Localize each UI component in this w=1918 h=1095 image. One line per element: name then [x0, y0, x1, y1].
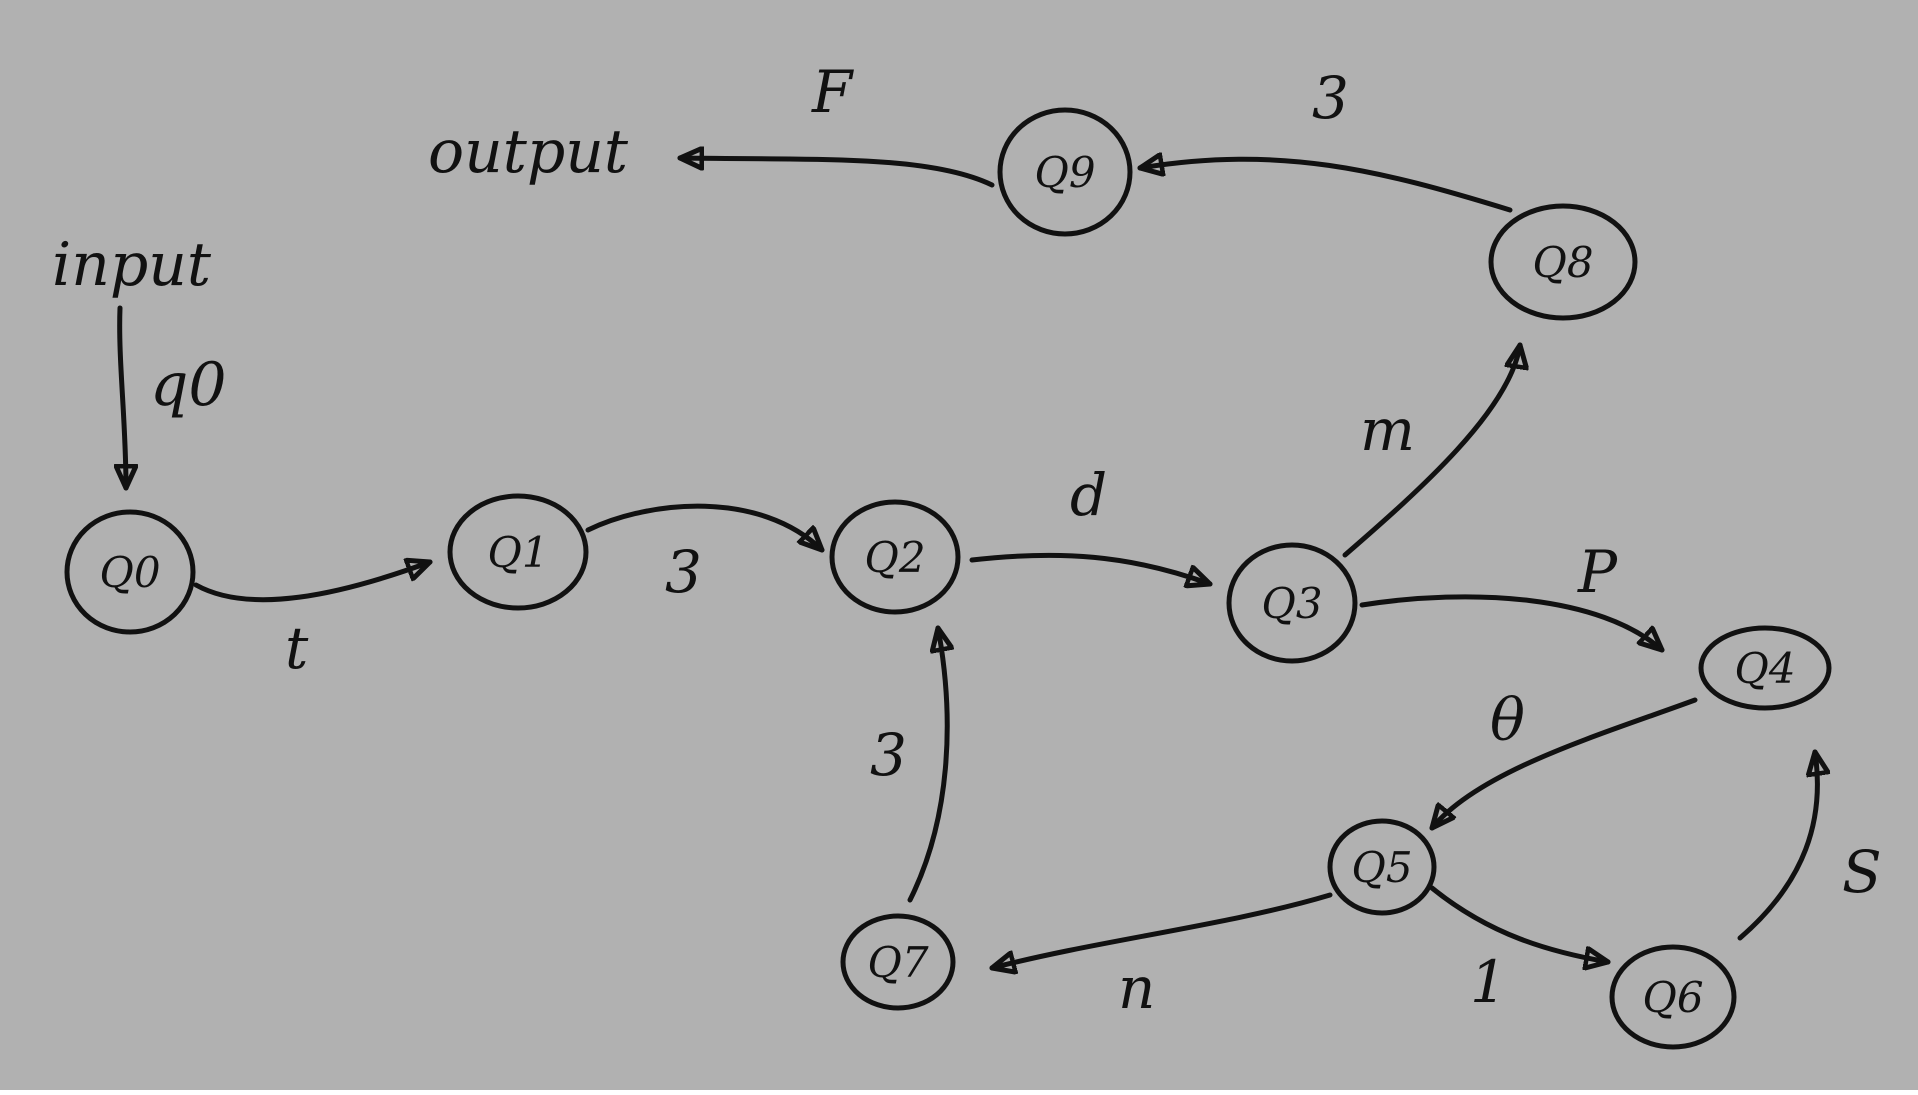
state-label-q2: Q2 [864, 533, 925, 582]
edge-q8-q9 [1137, 159, 1513, 213]
state-label-q9: Q9 [1034, 148, 1095, 197]
edge-label-q4-q5: θ [1490, 686, 1525, 754]
state-circle-q4 [1698, 625, 1832, 711]
state-circle-q8 [1488, 203, 1638, 321]
state-label-q0: Q0 [99, 548, 160, 597]
start-arrow-label: q0 [150, 350, 227, 420]
edge-label-q9-output: F [811, 58, 854, 126]
edge-q4-q5 [1429, 697, 1698, 831]
edge-label-q7-q2: 3 [870, 721, 907, 789]
state-circle-q6 [1609, 944, 1737, 1050]
edge-q5-q7 [989, 892, 1333, 968]
output-label: output [428, 117, 629, 187]
state-label-q8: Q8 [1532, 238, 1593, 287]
edge-label-q0-q1: t [285, 614, 309, 682]
input-arrow [120, 305, 126, 491]
state-label-q1: Q1 [487, 528, 548, 577]
edge-q6-q4 [1737, 749, 1817, 941]
edge-q5-q6 [1429, 885, 1611, 962]
state-circle-q2 [829, 499, 961, 615]
state-label-q3: Q3 [1261, 579, 1322, 628]
state-circle-q0 [64, 509, 196, 635]
state-label-q7: Q7 [867, 938, 928, 987]
edge-q0-q1 [193, 562, 433, 603]
edge-label-q8-q9: 3 [1312, 64, 1349, 132]
edge-q3-q4 [1359, 594, 1665, 653]
state-circle-q1 [447, 493, 589, 611]
input-label: input [52, 230, 212, 300]
state-circle-q9 [997, 107, 1133, 237]
edge-q9-output [677, 158, 995, 188]
state-circle-q7 [840, 913, 956, 1011]
edge-label-q5-q6: 1 [1470, 948, 1507, 1016]
edge-label-q3-q4: P [1577, 538, 1618, 606]
state-circle-q3 [1226, 542, 1358, 664]
state-label-q5: Q5 [1351, 843, 1412, 892]
edge-label-q6-q4: S [1842, 838, 1882, 906]
edge-label-q3-q8: m [1360, 396, 1415, 464]
edge-q1-q2 [585, 503, 825, 553]
edge-q7-q2 [907, 625, 947, 903]
state-circle-q5 [1327, 818, 1437, 916]
edge-q3-q8 [1342, 342, 1520, 558]
state-label-q6: Q6 [1642, 973, 1703, 1022]
edge-q2-q3 [969, 552, 1213, 584]
edge-label-q2-q3: d [1070, 461, 1107, 529]
state-label-q4: Q4 [1734, 644, 1795, 693]
edge-label-q1-q2: 3 [665, 538, 702, 606]
edge-label-q5-q7: n [1118, 954, 1155, 1022]
